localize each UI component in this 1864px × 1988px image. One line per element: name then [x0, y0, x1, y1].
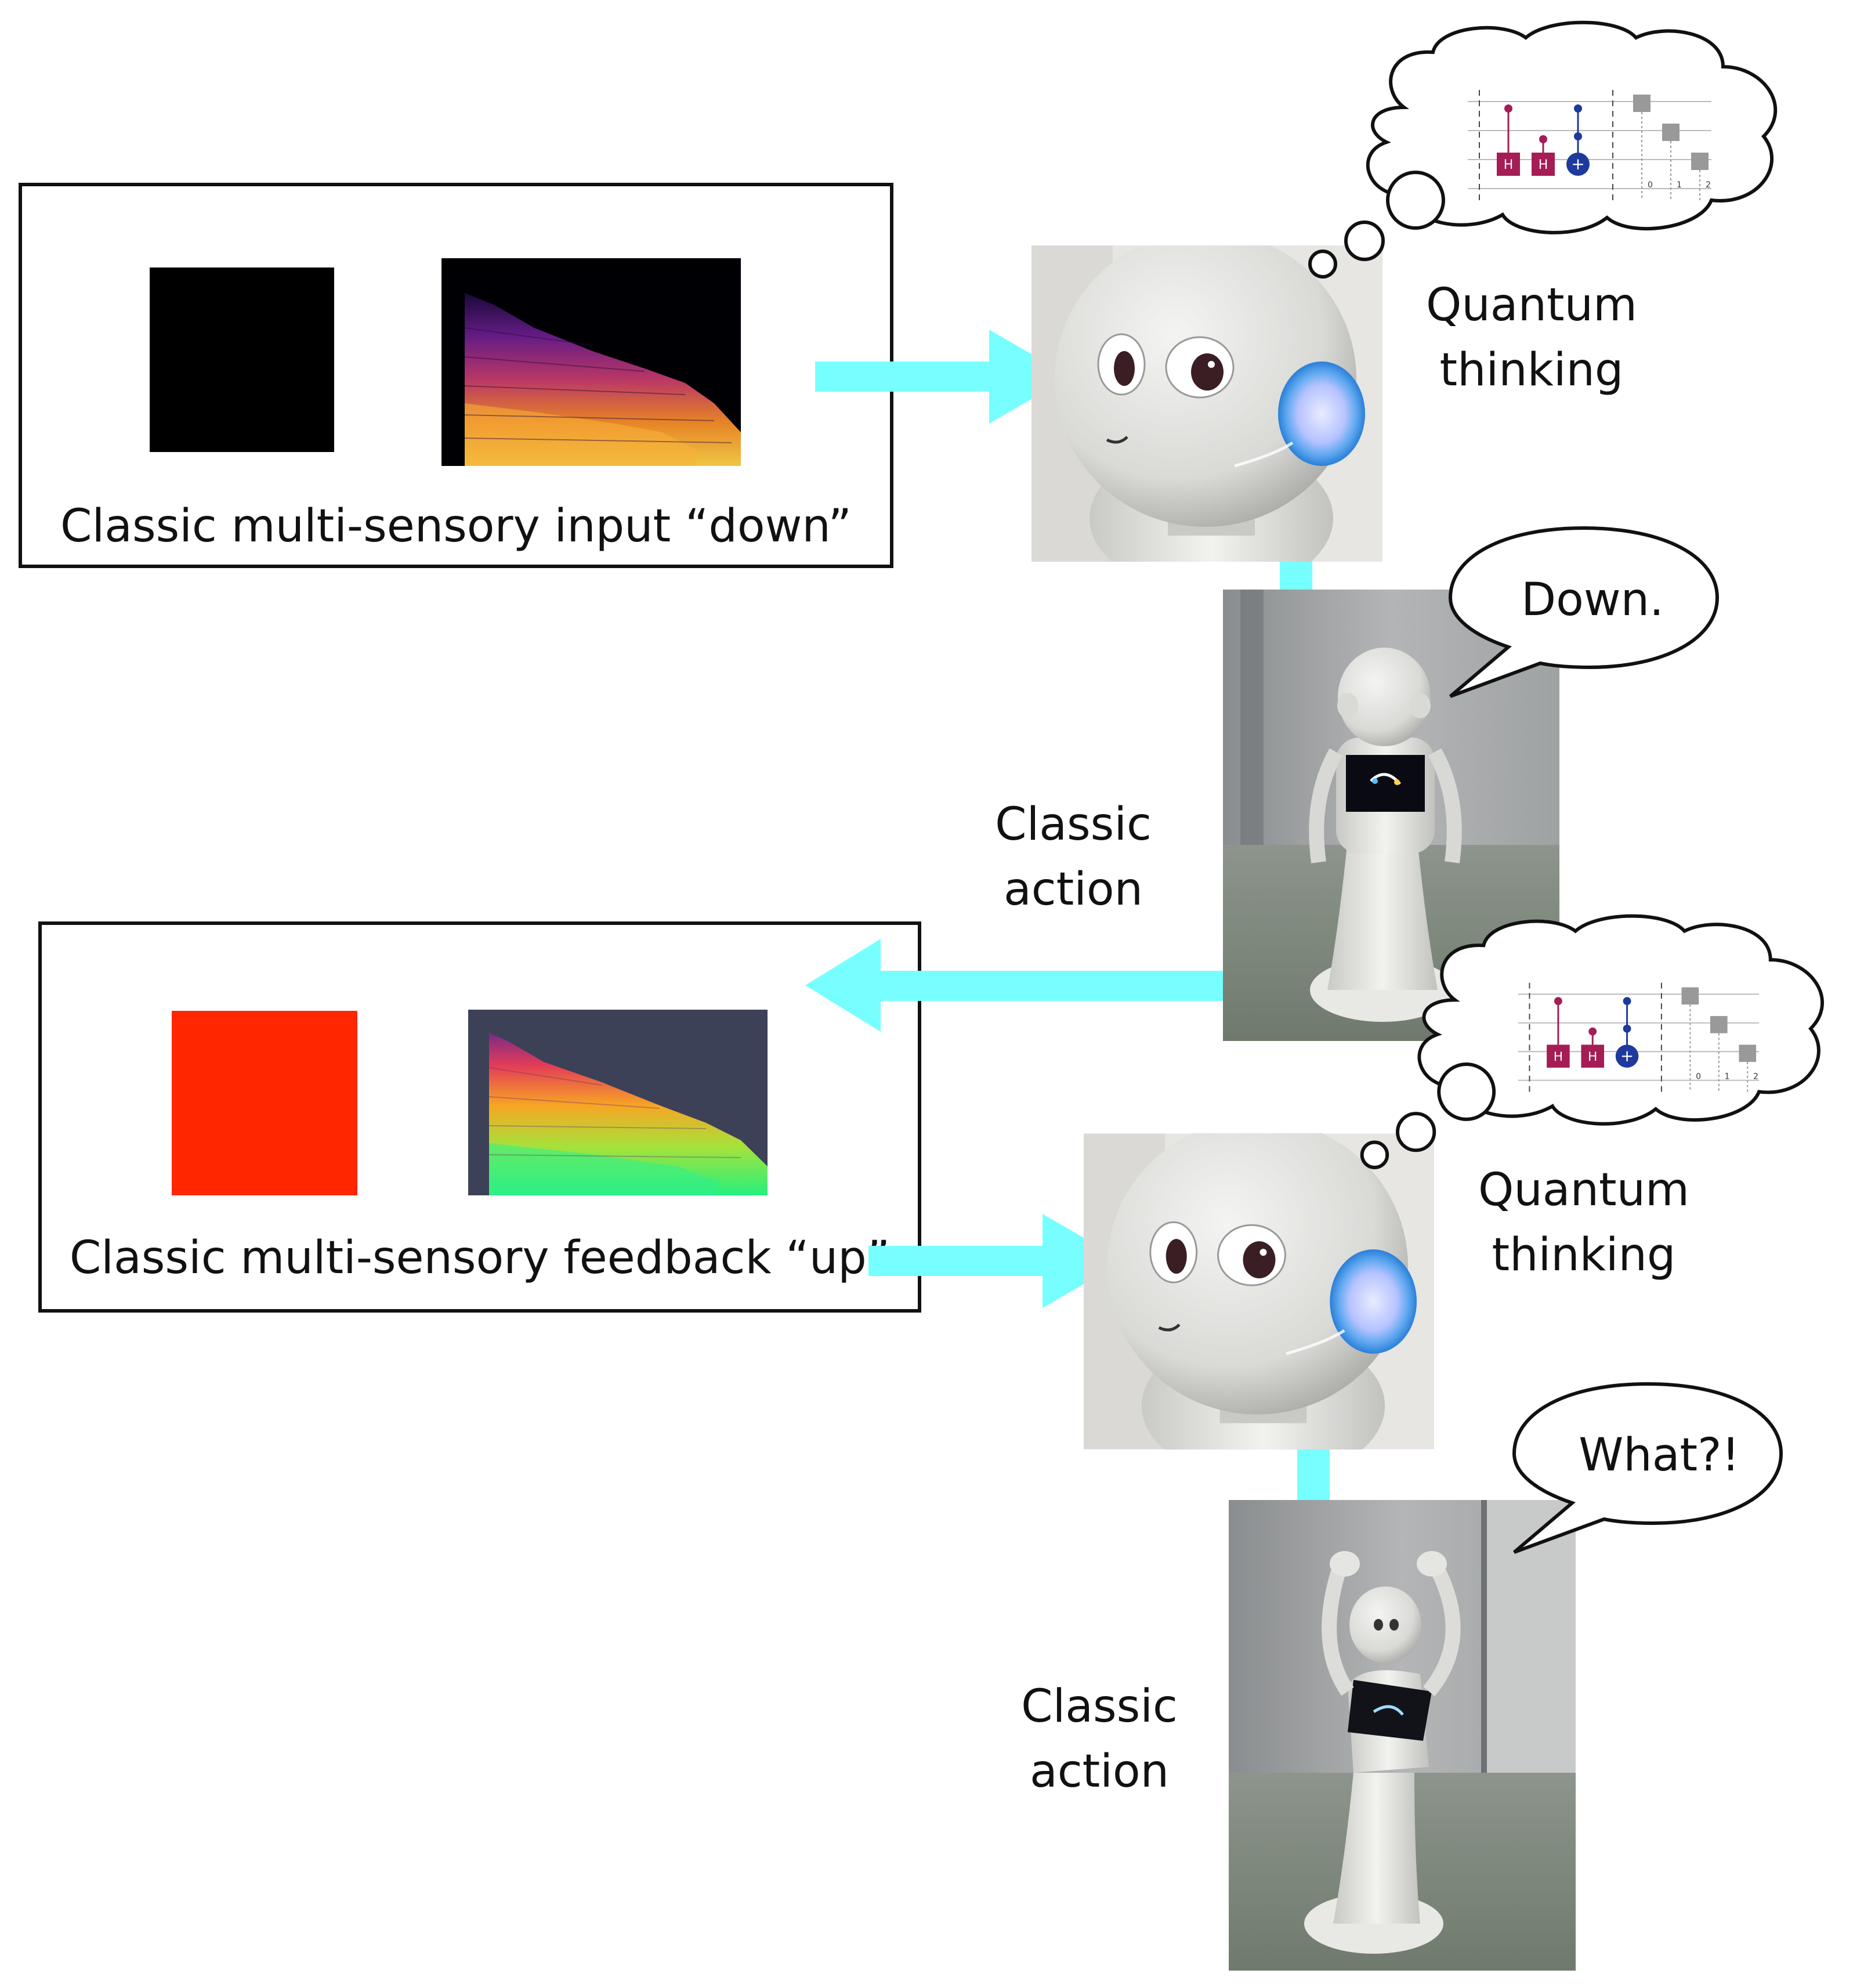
speech-down: Down.: [1521, 574, 1664, 626]
speech-bubble: [1512, 1382, 1783, 1554]
classic-action-label: Classic action: [995, 798, 1152, 916]
svg-text:+: +: [1571, 154, 1584, 174]
feedback-caption: Classic multi-sensory feedback “up”: [69, 1232, 891, 1284]
svg-text:H: H: [1588, 1050, 1597, 1064]
quantum-circuit: H H + 0 1 2: [1518, 982, 1759, 1092]
robot-head-photo: [1031, 245, 1382, 562]
spectrogram: [441, 258, 741, 466]
svg-text:H: H: [1539, 158, 1548, 172]
color-square-black: [150, 268, 334, 452]
color-square-red: [172, 1011, 357, 1195]
spectrogram: [468, 1010, 768, 1195]
classic-action-label: Classic action: [1021, 1680, 1178, 1798]
svg-text:H: H: [1554, 1050, 1563, 1064]
speech-bubble: [1448, 526, 1720, 698]
arrow-right-1: [815, 330, 1070, 424]
svg-text:+: +: [1620, 1046, 1634, 1065]
arrow-right-2: [868, 1214, 1124, 1308]
input-caption: Classic multi-sensory input “down”: [60, 500, 852, 552]
svg-text:1: 1: [1677, 180, 1682, 190]
quantum-circuit: H H + 0 1 2: [1468, 90, 1711, 200]
svg-text:H: H: [1504, 158, 1514, 172]
svg-text:1: 1: [1725, 1072, 1730, 1082]
svg-text:2: 2: [1753, 1072, 1758, 1082]
input-panel: Classic multi-sensory input “down”: [19, 183, 893, 568]
svg-text:0: 0: [1648, 180, 1653, 190]
feedback-panel: Classic multi-sensory feedback “up”: [38, 921, 921, 1313]
robot-head-photo: [1084, 1133, 1434, 1450]
thought-cloud: H H + 0 1 2: [1308, 20, 1778, 279]
quantum-thinking-label: Quantum thinking: [1425, 279, 1638, 396]
svg-text:2: 2: [1706, 180, 1711, 190]
thought-cloud: H H + 0 1 2: [1360, 914, 1824, 1169]
robot-arms-raised-photo: [1229, 1500, 1576, 1971]
arrow-left: [805, 939, 1268, 1032]
svg-text:0: 0: [1696, 1072, 1701, 1082]
speech-what: What?!: [1579, 1429, 1740, 1481]
quantum-thinking-label: Quantum thinking: [1478, 1164, 1690, 1281]
